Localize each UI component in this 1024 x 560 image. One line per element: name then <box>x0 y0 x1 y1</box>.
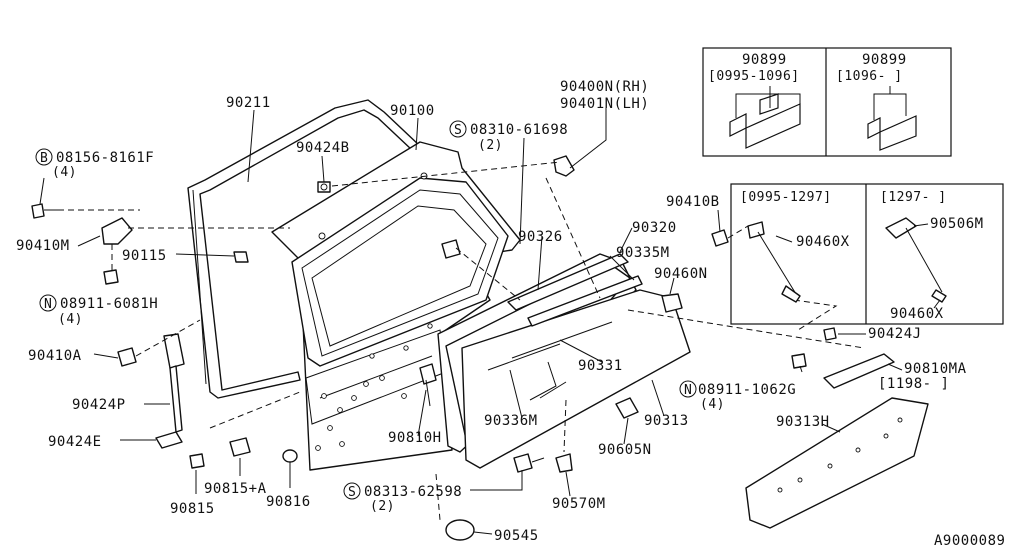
circle-b-marker: B <box>40 151 48 166</box>
label-90320: 90320 <box>632 220 677 236</box>
label-90815A: 90815+A <box>204 481 267 497</box>
label-08313-qty: (2) <box>370 499 395 514</box>
label-08911-1062G-qty: (4) <box>700 397 725 412</box>
label-08310-qty: (2) <box>478 138 503 153</box>
label-box1-left-range: [0995-1096] <box>708 69 800 84</box>
label-90313H: 90313H <box>776 414 830 430</box>
back-door-panel-90100 <box>271 141 521 471</box>
label-90816: 90816 <box>266 494 311 510</box>
circle-s-marker-bottom: S <box>348 485 356 500</box>
label-90810H: 90810H <box>388 430 442 446</box>
label-90410A: 90410A <box>28 348 82 364</box>
leader-lines <box>39 108 903 535</box>
label-08156-qty: (4) <box>52 165 77 180</box>
inset-box-90899 <box>702 47 952 157</box>
circle-n-marker-left: N <box>44 297 52 312</box>
label-08911-1062G: 08911-1062G <box>698 382 796 398</box>
label-08156: 08156-8161F <box>56 150 154 166</box>
part-labels: 90211 90100 90424B 90400N(RH) 90401N(LH)… <box>16 52 1005 549</box>
label-90460N: 90460N <box>654 266 708 282</box>
weatherstrip-90211 <box>187 99 421 399</box>
label-90326: 90326 <box>518 229 563 245</box>
label-90810MA-range: [1198- ] <box>878 376 949 392</box>
label-90424B: 90424B <box>296 140 350 156</box>
diagram-reference-code: A9000089 <box>934 533 1005 549</box>
label-box1-right-range: [1096- ] <box>836 69 903 84</box>
label-90424E: 90424E <box>48 434 102 450</box>
label-box2-right-part-a: 90506M <box>930 216 984 232</box>
hardware <box>31 155 929 541</box>
label-90400N: 90400N(RH) <box>560 79 649 95</box>
label-90336M: 90336M <box>484 413 538 429</box>
circle-s-marker-top: S <box>454 123 462 138</box>
label-90815: 90815 <box>170 501 215 517</box>
glass-assembly <box>437 253 691 469</box>
label-08310: 08310-61698 <box>470 122 568 138</box>
label-90570M: 90570M <box>552 496 606 512</box>
label-90545: 90545 <box>494 528 539 544</box>
label-box2-right-part-b: 90460X <box>890 306 944 322</box>
label-box2-left-range: [0995-1297] <box>740 190 832 205</box>
inset-box-struts <box>730 183 1004 325</box>
label-box2-left-part: 90460X <box>796 234 850 250</box>
glass-90313 <box>461 289 691 469</box>
label-90331: 90331 <box>578 358 623 374</box>
label-90410B: 90410B <box>666 194 720 210</box>
label-90115: 90115 <box>122 248 167 264</box>
label-90605N: 90605N <box>598 442 652 458</box>
circle-n-marker-right: N <box>684 383 692 398</box>
label-box2-right-range: [1297- ] <box>880 190 947 205</box>
label-90424J: 90424J <box>868 326 922 342</box>
label-90313: 90313 <box>644 413 689 429</box>
circle-markers: B S N S N <box>35 120 697 500</box>
label-90810MA: 90810MA <box>904 361 967 377</box>
label-90211: 90211 <box>226 95 271 111</box>
label-90401N: 90401N(LH) <box>560 96 649 112</box>
label-08313: 08313-62598 <box>364 484 462 500</box>
label-box1-left-part: 90899 <box>742 52 787 68</box>
label-08911-6081H-qty: (4) <box>58 312 83 327</box>
label-90424P: 90424P <box>72 397 126 413</box>
label-90100: 90100 <box>390 103 435 119</box>
strip-90335M <box>527 275 643 327</box>
label-90410M: 90410M <box>16 238 70 254</box>
label-90335M: 90335M <box>616 245 670 261</box>
label-08911-6081H: 08911-6081H <box>60 296 158 312</box>
spoiler-90326 <box>507 253 629 311</box>
label-box1-right-part: 90899 <box>862 52 907 68</box>
